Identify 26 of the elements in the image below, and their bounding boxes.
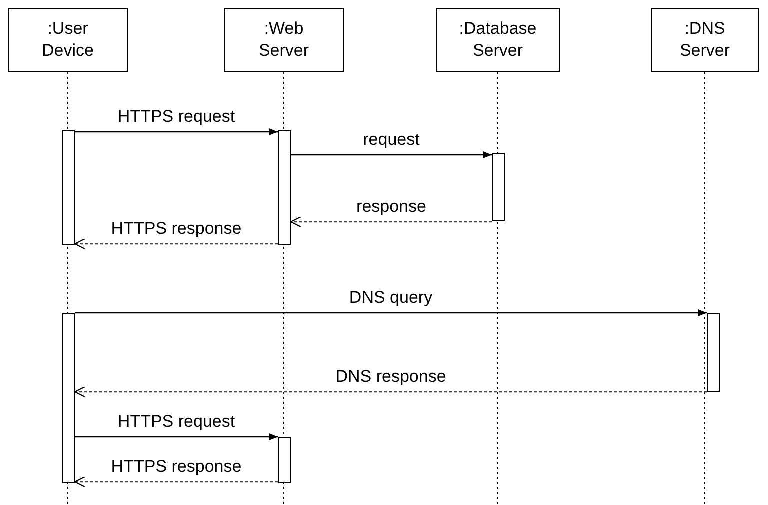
message-label: HTTPS request: [118, 107, 236, 127]
activation-bar: [278, 130, 291, 245]
reply-arrow: [290, 216, 492, 228]
activation-bar: [62, 313, 75, 483]
reply-arrow: [74, 238, 278, 250]
message-label: response: [356, 197, 426, 217]
participant-box: :Web Server: [224, 8, 344, 72]
participant-box: :DNS Server: [651, 8, 759, 72]
message-arrow: [291, 151, 492, 159]
message-label: HTTPS request: [118, 412, 236, 432]
message-arrow: [75, 128, 278, 136]
activation-bar: [278, 437, 291, 483]
participant-box: :Database Server: [436, 8, 560, 72]
participant-box: :User Device: [8, 8, 128, 72]
activation-bar: [492, 153, 505, 221]
message-label: DNS response: [336, 367, 446, 387]
message-label: HTTPS response: [111, 457, 242, 477]
message-arrow: [75, 433, 278, 441]
message-label: DNS query: [349, 288, 433, 308]
reply-arrow: [74, 386, 707, 398]
message-label: request: [363, 130, 420, 150]
message-label: HTTPS response: [111, 219, 242, 239]
activation-bar: [707, 313, 720, 392]
message-arrow: [75, 309, 707, 317]
reply-arrow: [74, 476, 278, 488]
activation-bar: [62, 130, 75, 245]
